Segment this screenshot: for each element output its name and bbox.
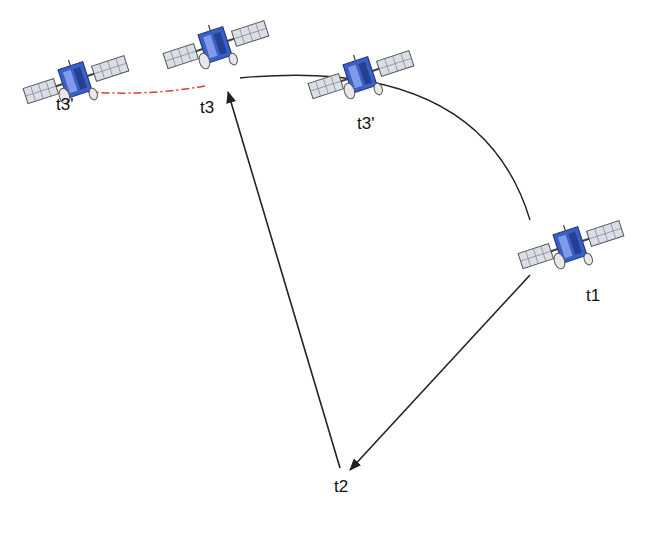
satellite-icon [20,40,130,120]
satellite-position: t3' [305,35,415,137]
orbit-arc [240,75,530,220]
satellite-icon [160,5,270,120]
signal-arrow [228,92,340,468]
satellite-position: t3 [160,5,270,121]
satellite-position: t3' [20,40,130,120]
ground-station-point: t2 [320,470,370,500]
predicted-orbit-line [88,86,205,93]
time-label: t3' [357,115,374,134]
satellite-position: t1 [510,205,630,310]
signal-arrow [350,275,530,470]
time-label: t3 [200,99,214,118]
time-label: t2 [334,478,348,497]
satellite-icon [510,205,630,310]
time-label: t1 [586,287,600,306]
time-label: t3' [56,96,73,115]
